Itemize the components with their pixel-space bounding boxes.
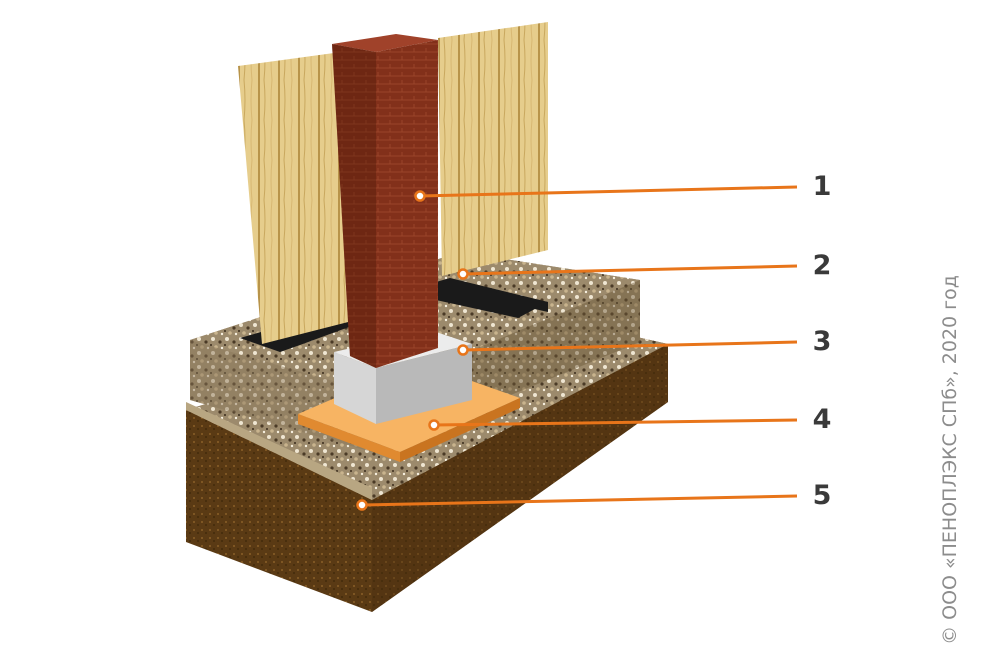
leader-line-4	[433, 418, 798, 427]
leader-line-3	[462, 340, 798, 352]
callout-leaders	[356, 185, 798, 511]
leader-line-1	[419, 185, 798, 198]
leader-line-2	[462, 264, 798, 276]
wood-panel-left	[238, 50, 356, 344]
leader-dot-3	[457, 344, 469, 356]
leader-dot-2	[457, 268, 469, 280]
waterproofing-strip	[240, 278, 548, 352]
leader-dot-5	[356, 499, 368, 511]
callout-label-2: 2	[812, 250, 832, 281]
leader-dot-4	[428, 419, 440, 431]
callout-label-5: 5	[812, 480, 832, 511]
brick-column	[332, 34, 438, 368]
callout-label-3: 3	[812, 326, 832, 357]
callout-label-1: 1	[812, 171, 832, 202]
callout-label-4: 4	[812, 404, 832, 435]
leader-dot-1	[414, 190, 426, 202]
wood-panel-right	[438, 22, 548, 276]
leader-line-5	[361, 494, 798, 507]
copyright-notice: © ООО «ПЕНОПЛЭКС СПб», 2020 год	[939, 275, 961, 645]
